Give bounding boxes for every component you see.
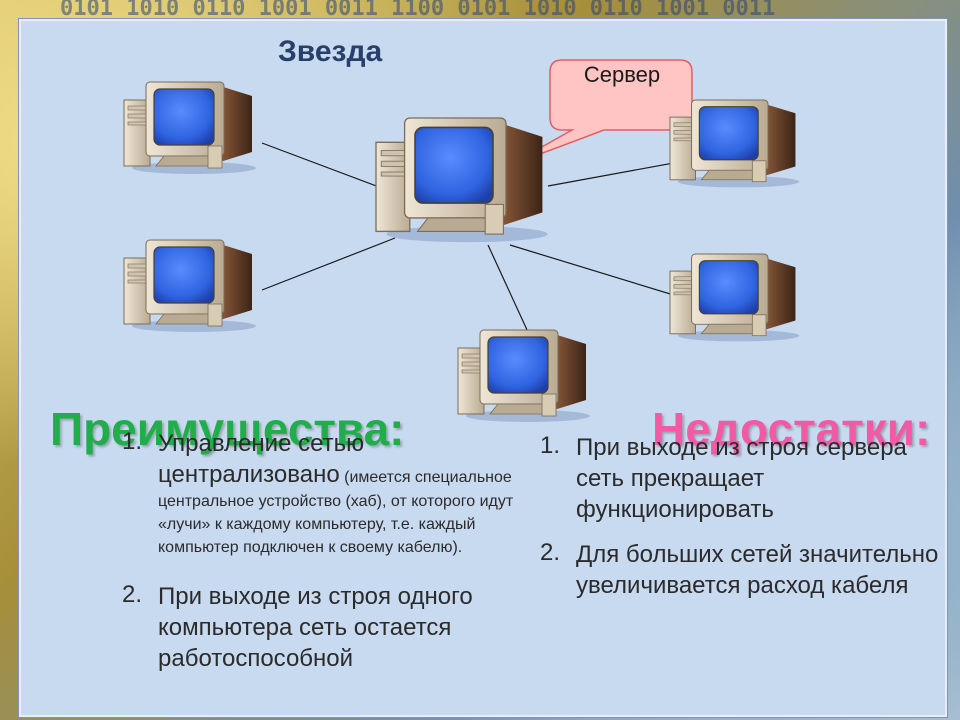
item-text: При выходе из строя одного компьютера се…	[158, 583, 473, 672]
list-item: 2. Для больших сетей значительно увеличи…	[540, 539, 950, 601]
cable-mid-right	[509, 244, 691, 301]
cable-top-right	[547, 159, 691, 187]
item-note: (имеется специальное центральное устройс…	[158, 469, 514, 556]
item-number: 1.	[540, 432, 561, 459]
cables	[261, 142, 691, 333]
desktop-computer-icon	[123, 239, 257, 333]
cable-mid-left	[261, 237, 396, 291]
disadvantages-list: 1. При выходе из строя сервера сеть прек…	[540, 432, 950, 601]
desktop-computer-icon	[669, 253, 800, 342]
list-item: 1. При выходе из строя сервера сеть прек…	[540, 432, 950, 525]
item-number: 1.	[122, 428, 143, 455]
list-item: 2. При выходе из строя одного компьютера…	[122, 581, 522, 674]
server-callout-label: Сервер	[583, 62, 661, 87]
disadvantages-heading: Недостатки:	[652, 403, 931, 455]
item-number: 2.	[122, 581, 143, 608]
advantages-heading: Преимущества:	[50, 403, 405, 455]
item-text: При выходе из строя сервера сеть прекращ…	[576, 434, 907, 523]
item-text: Для больших сетей значительно увеличивае…	[576, 541, 939, 599]
item-number: 2.	[540, 539, 561, 566]
cable-bottom	[487, 244, 529, 333]
page-title: Звезда	[278, 35, 383, 68]
item-text: Управление сетью централизовано	[158, 430, 365, 488]
desktop-computer-icon	[457, 329, 591, 423]
desktop-computer-icon	[123, 81, 257, 175]
server-computer-icon	[375, 117, 549, 244]
cable-top-left	[261, 142, 396, 194]
list-item: 1. Управление сетью централизовано (имее…	[122, 428, 522, 559]
advantages-list: 1. Управление сетью централизовано (имее…	[122, 428, 522, 674]
server-callout-bubble	[507, 59, 693, 167]
